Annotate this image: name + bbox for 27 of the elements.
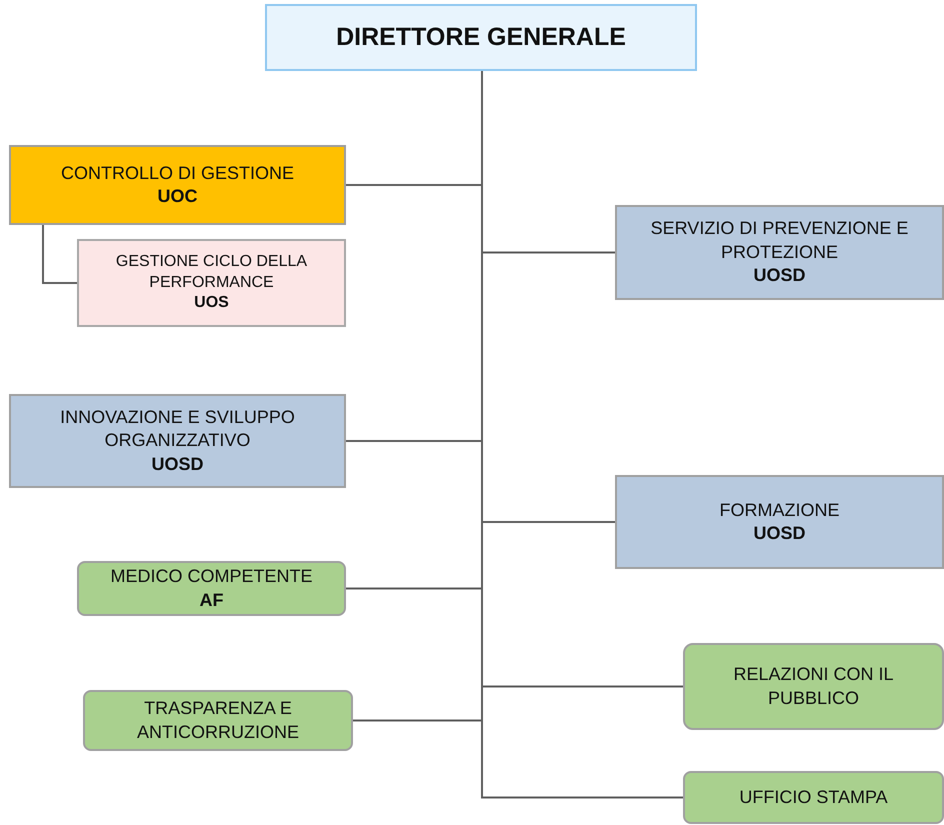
unit-box [615,475,944,569]
unit-box [77,239,346,327]
unit-name-text: GESTIONE CICLO DELLA PERFORMANCE [114,252,308,293]
unit-box [9,394,346,488]
unit-type-text: UOSD [151,452,204,476]
head-box [265,4,697,71]
unit-name-text: SERVIZIO DI PREVENZIONE E PROTEZIONE [650,217,910,264]
unit-name-text: MEDICO COMPETENTE [110,565,312,588]
unit-name-text: CONTROLLO DI GESTIONE [60,162,294,185]
unit-box [9,145,346,225]
unit-box [683,643,944,730]
unit-box [683,771,944,824]
title-text: DIRETTORE GENERALE [336,22,626,54]
unit-type-text: UOSD [753,264,806,288]
unit-box [77,561,346,616]
unit-box [615,205,944,300]
unit-name-text: UFFICIO STAMPA [739,786,888,809]
connector-line [42,225,77,284]
unit-type-text: UOS [194,293,229,314]
unit-type-text: UOSD [753,522,806,545]
unit-box [83,690,353,751]
unit-type-text: AF [200,588,224,612]
unit-type-text: UOC [158,185,198,208]
unit-name-text: TRASPARENZA E ANTICORRUZIONE [136,697,300,744]
unit-name-text: RELAZIONI CON IL PUBBLICO [732,663,895,710]
unit-name-text: INNOVAZIONE E SVILUPPO ORGANIZZATIVO [59,406,296,452]
unit-name-text: FORMAZIONE [720,498,840,522]
